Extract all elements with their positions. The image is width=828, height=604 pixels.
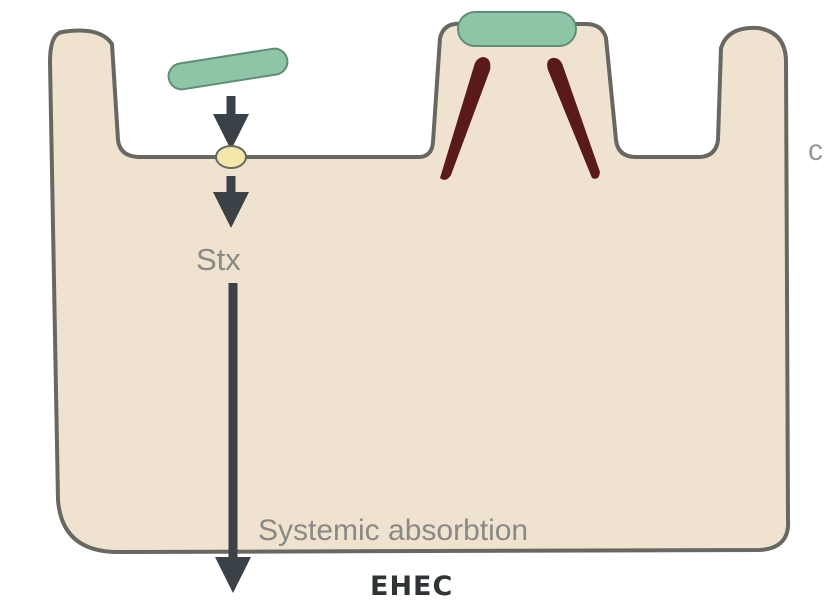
stx-label: Stx bbox=[196, 242, 241, 277]
membrane-pore bbox=[216, 146, 246, 168]
systemic-absorption-label: Systemic absorbtion bbox=[258, 514, 528, 547]
attached-bacterium bbox=[458, 12, 576, 46]
diagram-title: EHEC bbox=[370, 571, 453, 602]
host-cell bbox=[50, 24, 788, 552]
cropped-edge-label: c bbox=[808, 134, 823, 167]
free-bacterium bbox=[167, 47, 290, 91]
